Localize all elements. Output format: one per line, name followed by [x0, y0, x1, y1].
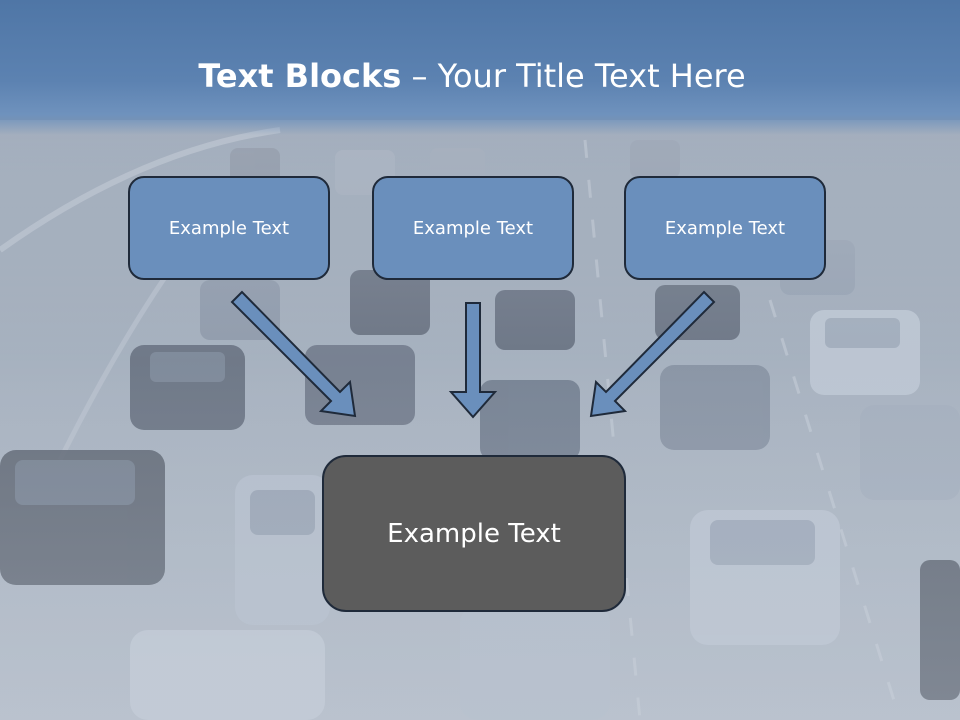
text-block-1-label: Example Text: [168, 217, 290, 239]
arrow-middle: [448, 302, 498, 419]
text-block-3-label: Example Text: [664, 217, 786, 239]
target-block[interactable]: Example Text: [322, 455, 626, 612]
text-block-2-label: Example Text: [412, 217, 534, 239]
text-block-3[interactable]: Example Text: [624, 176, 826, 280]
target-block-label: Example Text: [387, 518, 561, 549]
text-block-2[interactable]: Example Text: [372, 176, 574, 280]
title-band: [0, 0, 960, 135]
text-block-1[interactable]: Example Text: [128, 176, 330, 280]
slide-title-rest: – Your Title Text Here: [401, 57, 746, 95]
slide-title-bold: Text Blocks: [198, 57, 402, 95]
arrow-left: [230, 290, 357, 418]
arrow-right: [589, 290, 716, 418]
slide-title: Text Blocks – Your Title Text Here: [0, 56, 944, 96]
